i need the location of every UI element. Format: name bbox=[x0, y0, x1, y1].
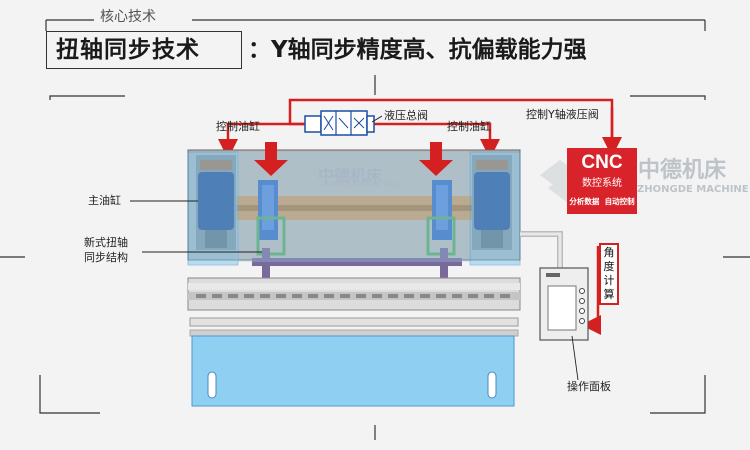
watermark-en-large: ZHONGDE MACHINE TOOL bbox=[637, 184, 750, 195]
label-valve: 液压总阀 bbox=[384, 109, 428, 122]
page-title: 扭轴同步技术 bbox=[56, 37, 200, 63]
watermark-cn-large: 中德机床 bbox=[638, 158, 727, 183]
angle-char-1: 角 bbox=[603, 246, 615, 259]
cnc-subtitle: 数控系统 bbox=[582, 178, 622, 189]
lower-slot-left bbox=[207, 371, 217, 399]
lower-frame bbox=[191, 335, 515, 407]
tooling-teeth bbox=[196, 294, 510, 298]
label-main-cylinder: 主油缸 bbox=[88, 194, 121, 207]
overlay-right bbox=[469, 151, 521, 266]
tooling-row bbox=[187, 277, 521, 337]
cnc-box bbox=[567, 148, 637, 214]
angle-char-3: 计 bbox=[603, 274, 615, 287]
frame-decorations bbox=[0, 19, 750, 440]
label-cylinder-left: 控制油缸 bbox=[216, 120, 260, 133]
angle-char-2: 度 bbox=[603, 260, 615, 273]
cylinder-arrow-right bbox=[419, 142, 453, 176]
section-label: 核心技术 bbox=[100, 9, 156, 25]
lower-slot-right bbox=[487, 371, 497, 399]
cylinder-arrow-left bbox=[254, 142, 288, 176]
watermark-en: ZHONGDE MACHINE TOOL bbox=[320, 181, 400, 188]
angle-calc-box bbox=[599, 243, 619, 305]
title-box bbox=[46, 31, 242, 69]
operator-panel bbox=[539, 267, 589, 341]
label-cylinder-right: 控制油缸 bbox=[447, 120, 491, 133]
angle-char-4: 算 bbox=[603, 288, 615, 301]
cable bbox=[520, 231, 563, 268]
watermark-cn: 中德机床 bbox=[318, 166, 383, 185]
overlay-left bbox=[187, 151, 239, 266]
label-y-valve: 控制Y轴液压阀 bbox=[526, 108, 599, 121]
valve-pointer bbox=[371, 115, 383, 123]
page-subtitle: ：Y轴同步精度高、抗偏载能力强 bbox=[248, 37, 587, 63]
torsion-structure bbox=[252, 216, 462, 280]
cnc-features: 分析数据 自动控制 bbox=[569, 197, 635, 206]
label-panel: 操作面板 bbox=[567, 380, 611, 393]
label-torsion-1: 新式扭轴 bbox=[84, 236, 128, 249]
label-torsion-2: 同步结构 bbox=[84, 251, 128, 264]
hydraulic-valve bbox=[304, 110, 375, 136]
leader-lines bbox=[130, 114, 579, 381]
cnc-brand: CNC bbox=[581, 152, 623, 173]
